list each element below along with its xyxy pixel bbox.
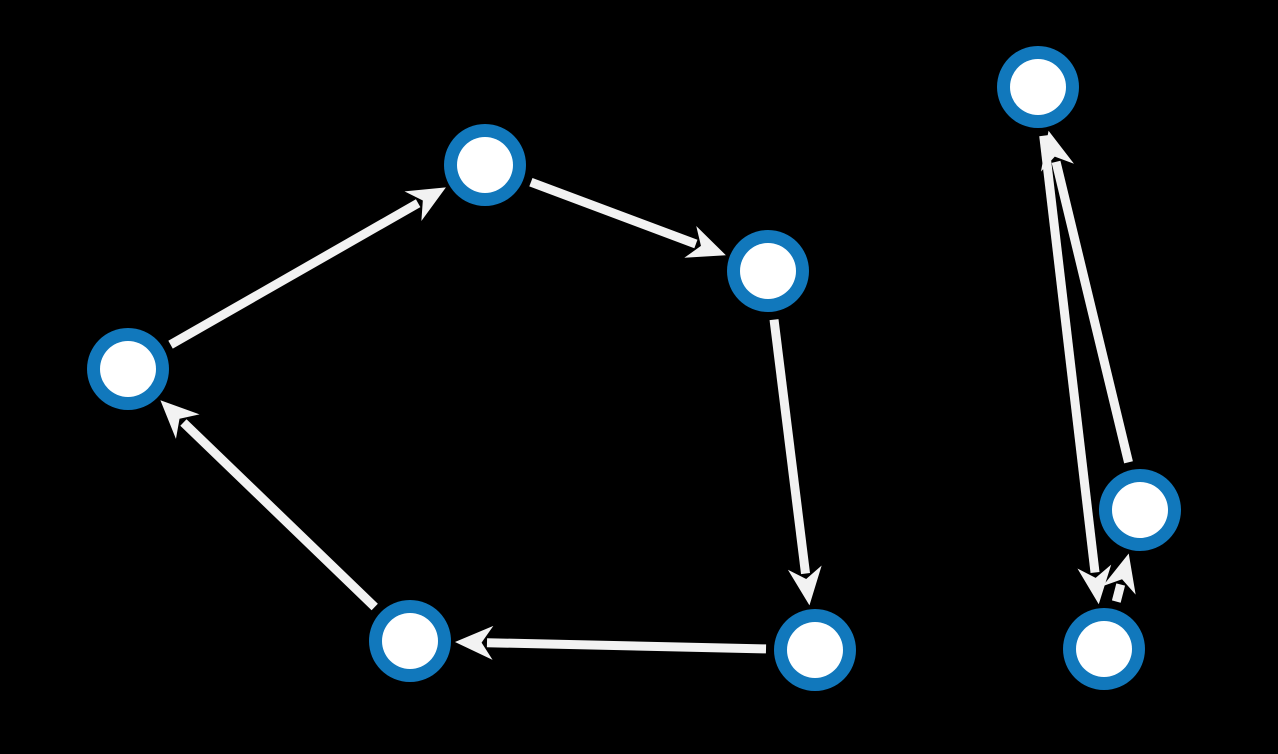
node-right-middle[interactable] [1099,469,1181,551]
node-top-right-core [1010,59,1066,115]
node-top-left-core [457,137,513,193]
node-left[interactable] [87,328,169,410]
edge-bottom-middle-to-bottom-left-arrowhead [454,625,494,660]
node-top-left[interactable] [444,124,526,206]
edge-bottom-right-to-right-middle-shaft [1111,583,1126,603]
edge-top-right-to-bottom-right-shaft [1039,135,1100,574]
edge-left-to-top-left-shaft [168,199,421,349]
nodes-layer [87,46,1181,691]
edge-top-left-to-upper-middle-arrowhead [684,225,726,258]
edges-layer [160,130,1136,660]
node-bottom-left-core [382,613,438,669]
edge-bottom-left-to-left-shaft [180,419,378,611]
edge-left-to-top-left-arrowhead [404,187,446,221]
node-right-middle-core [1112,482,1168,538]
edge-bottom-right-to-right-middle-arrowhead [1102,553,1136,595]
edge-top-left-to-upper-middle-shaft [529,177,698,249]
edge-right-middle-to-top-right-shaft [1051,160,1133,464]
edge-bottom-left-to-left-arrowhead [160,400,200,439]
node-bottom-right[interactable] [1063,608,1145,690]
node-top-right[interactable] [997,46,1079,128]
node-bottom-middle[interactable] [774,609,856,691]
node-bottom-left[interactable] [369,600,451,682]
edge-top-right-to-bottom-right-arrowhead [1077,564,1112,605]
node-bottom-middle-core [787,622,843,678]
node-upper-middle[interactable] [727,230,809,312]
edge-right-middle-to-top-right-arrowhead [1040,130,1074,172]
node-left-core [100,341,156,397]
node-bottom-right-core [1076,621,1132,677]
edge-bottom-middle-to-bottom-left-shaft [486,638,767,654]
edge-upper-middle-to-bottom-middle-arrowhead [787,565,822,606]
edge-upper-middle-to-bottom-middle-shaft [769,319,810,575]
node-upper-middle-core [740,243,796,299]
